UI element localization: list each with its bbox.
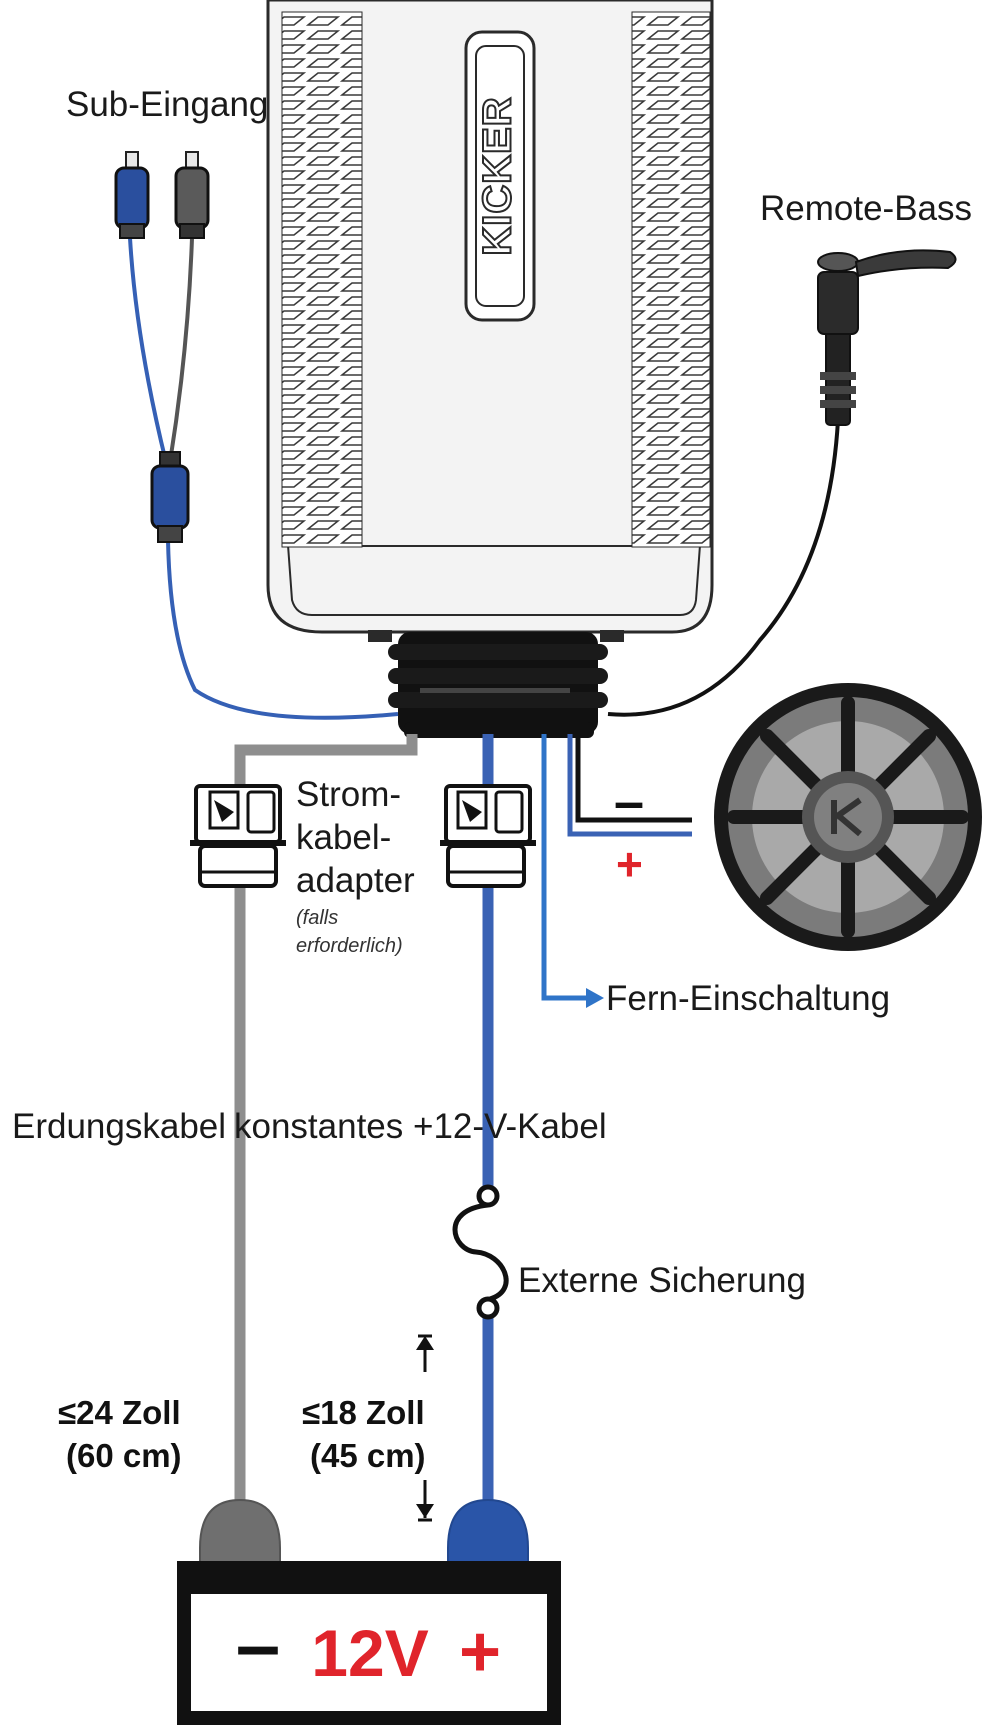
external-fuse-label: Externe Sicherung xyxy=(518,1261,806,1300)
remote-bass-cable xyxy=(607,249,957,717)
amplifier: KICKER xyxy=(266,0,714,642)
remote-turn-on-wire xyxy=(541,734,604,1008)
power-cable-label: konstantes +12-V-Kabel xyxy=(234,1107,607,1146)
ground-cable-label: Erdungskabel xyxy=(12,1107,226,1146)
kicker-logo: KICKER xyxy=(464,30,536,322)
amplifier-brand: KICKER xyxy=(476,96,520,255)
power-adapter-label-3: adapter xyxy=(296,861,415,900)
power-adapter-label-1: Strom- xyxy=(296,775,401,814)
power-adapter-power xyxy=(440,784,536,888)
power-adapter-ground xyxy=(190,784,286,888)
ground-length-label-1: ≤24 Zoll xyxy=(58,1394,181,1431)
remote-bass-label: Remote-Bass xyxy=(760,189,972,228)
left-heatsink-fins xyxy=(281,11,363,548)
power-length-label-2: (45 cm) xyxy=(310,1437,426,1474)
power-adapter-note-2: erforderlich) xyxy=(296,935,403,957)
power-adapter-label-2: kabel- xyxy=(296,818,391,857)
speaker-wires xyxy=(567,734,692,837)
rca-input-cable xyxy=(114,151,399,720)
rca-plug-blue xyxy=(114,151,150,239)
ground-wire xyxy=(199,734,418,1567)
sub-input-label: Sub-Eingang xyxy=(66,85,268,124)
rca-y-splitter xyxy=(150,451,190,543)
remote-bass-knob xyxy=(817,249,957,426)
length-dimension-arrow xyxy=(416,1334,434,1522)
speaker-minus-sign: – xyxy=(614,772,644,832)
subwoofer-speaker xyxy=(714,683,982,951)
right-heatsink-fins xyxy=(631,11,711,548)
battery: – 12V + xyxy=(177,1561,561,1725)
wiring-harness-plug xyxy=(388,632,608,738)
battery-voltage: 12V xyxy=(311,1616,428,1690)
speaker-plus-sign: + xyxy=(616,838,643,890)
external-fuse-symbol xyxy=(452,1184,509,1320)
power-adapter-note-1: (falls xyxy=(296,907,338,929)
battery-minus-terminal: – xyxy=(236,1600,281,1689)
rca-plug-grey xyxy=(174,151,210,239)
battery-plus-terminal: + xyxy=(459,1612,501,1692)
remote-turn-on-label: Fern-Einschaltung xyxy=(606,979,890,1018)
ground-length-label-2: (60 cm) xyxy=(66,1437,182,1474)
power-length-label-1: ≤18 Zoll xyxy=(302,1394,425,1431)
